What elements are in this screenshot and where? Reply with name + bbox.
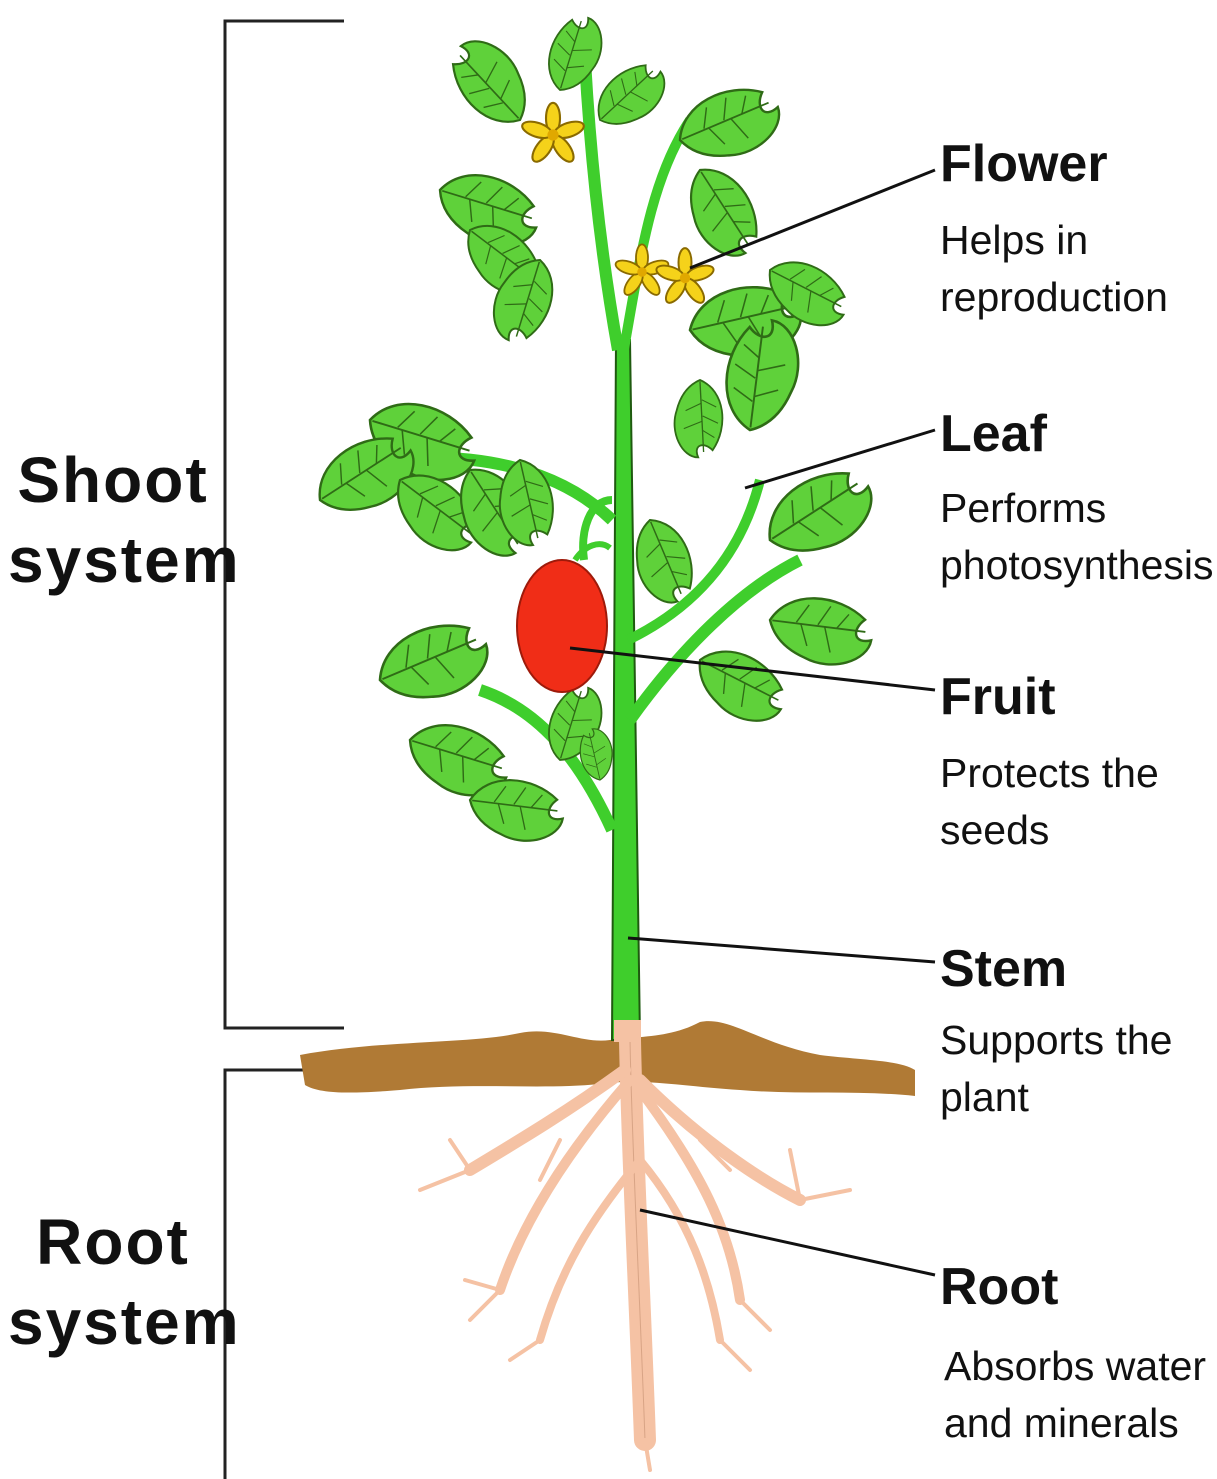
shoot-system-label: Shoot system	[8, 440, 218, 600]
label-fruit-title: Fruit	[940, 668, 1056, 726]
label-leaf-desc: Performs photosynthesis	[940, 480, 1214, 594]
shoot-bracket	[225, 21, 344, 1028]
roots	[420, 1040, 850, 1470]
label-stem-title: Stem	[940, 940, 1067, 998]
label-flower-title: Flower	[940, 135, 1108, 193]
label-root-title: Root	[940, 1258, 1058, 1316]
root-bracket	[225, 1070, 344, 1479]
fruit	[517, 544, 610, 692]
label-flower-desc: Helps in reproduction	[940, 212, 1168, 326]
root-system-label: Root system	[8, 1202, 218, 1362]
label-leaf-title: Leaf	[940, 405, 1047, 463]
label-stem-desc: Supports the plant	[940, 1012, 1173, 1126]
label-fruit-desc: Protects the seeds	[940, 745, 1159, 859]
label-root-desc: Absorbs water and minerals	[944, 1338, 1206, 1452]
